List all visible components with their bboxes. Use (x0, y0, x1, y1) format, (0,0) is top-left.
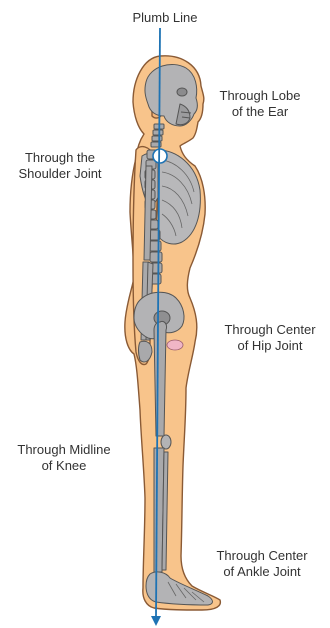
hip-joint-label: Through Center of Hip Joint (212, 322, 328, 354)
ankle-joint-label: Through Center of Ankle Joint (200, 548, 324, 580)
shoulder-joint-label: Through the Shoulder Joint (2, 150, 118, 182)
knee-midline-label: Through Midline of Knee (6, 442, 122, 474)
plumb-line-arrowhead (151, 616, 161, 626)
plumb-line-title: Plumb Line (118, 10, 212, 26)
body-silhouette (125, 56, 221, 610)
ear-lobe-label: Through Lobe of the Ear (206, 88, 314, 120)
hip-joint-marker (167, 340, 183, 350)
